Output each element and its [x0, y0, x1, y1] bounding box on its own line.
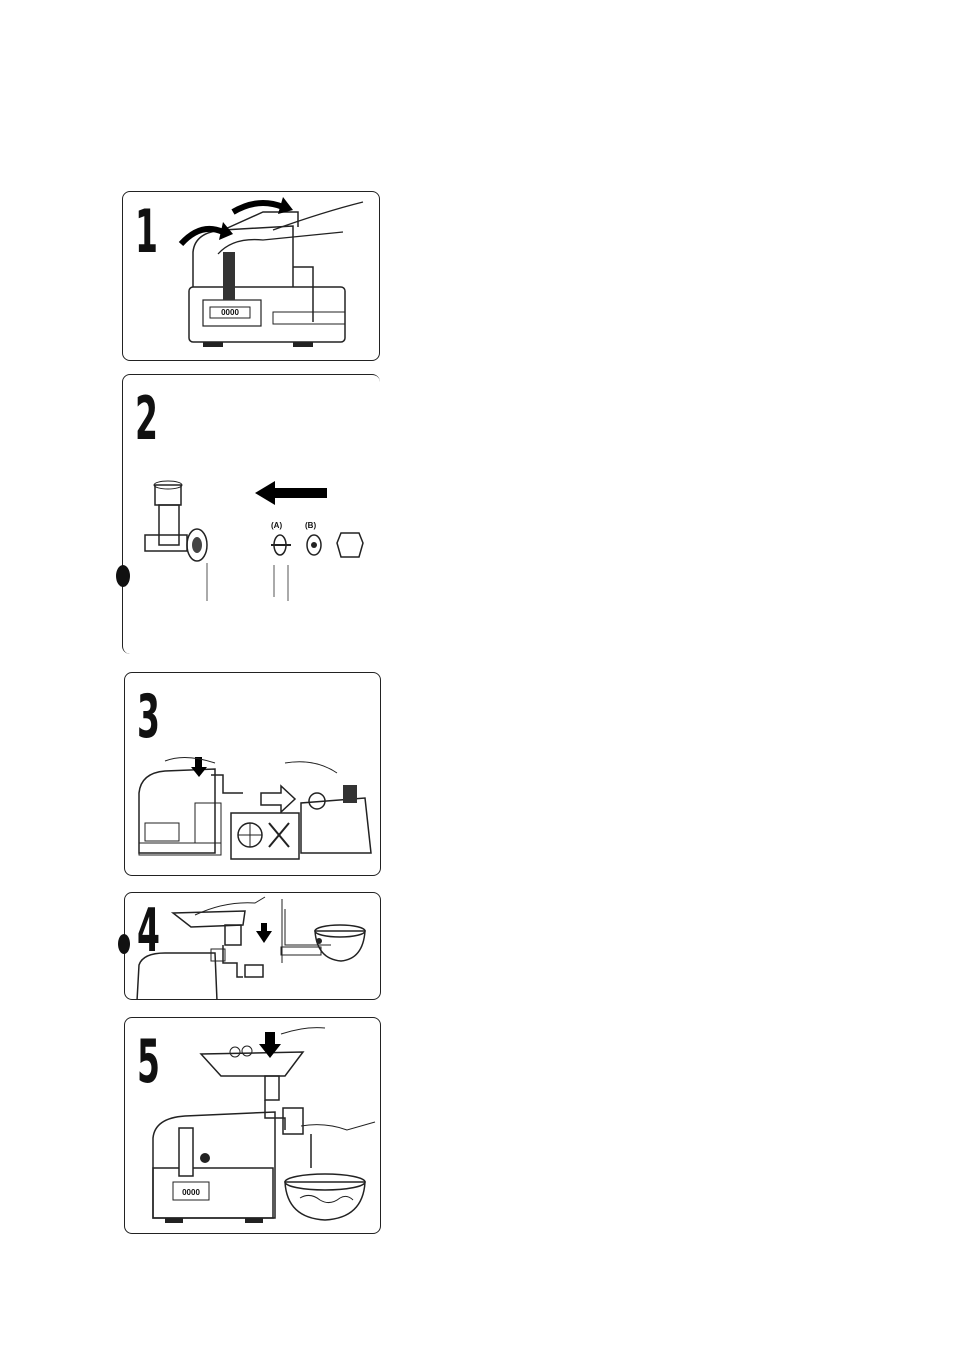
step-3-illustration	[125, 673, 381, 876]
step-4-panel: 4	[124, 892, 381, 1000]
step-1-display: 0000	[212, 308, 248, 317]
step-1-panel: 1 0000	[122, 191, 380, 361]
step-2-panel: 2 (A) (B)	[122, 374, 380, 654]
part-a-label: (A)	[271, 521, 282, 530]
step-2-bullet	[116, 565, 130, 587]
step-4-illustration	[125, 893, 381, 1000]
step-5-illustration	[125, 1018, 381, 1234]
step-3-panel: 3	[124, 672, 381, 876]
step-1-illustration	[123, 192, 380, 361]
step-5-panel: 5 0000	[124, 1017, 381, 1234]
step-5-display: 0000	[175, 1188, 207, 1197]
step-2-illustration	[123, 375, 380, 654]
part-b-label: (B)	[305, 521, 316, 530]
step-4-bullet	[118, 934, 130, 954]
